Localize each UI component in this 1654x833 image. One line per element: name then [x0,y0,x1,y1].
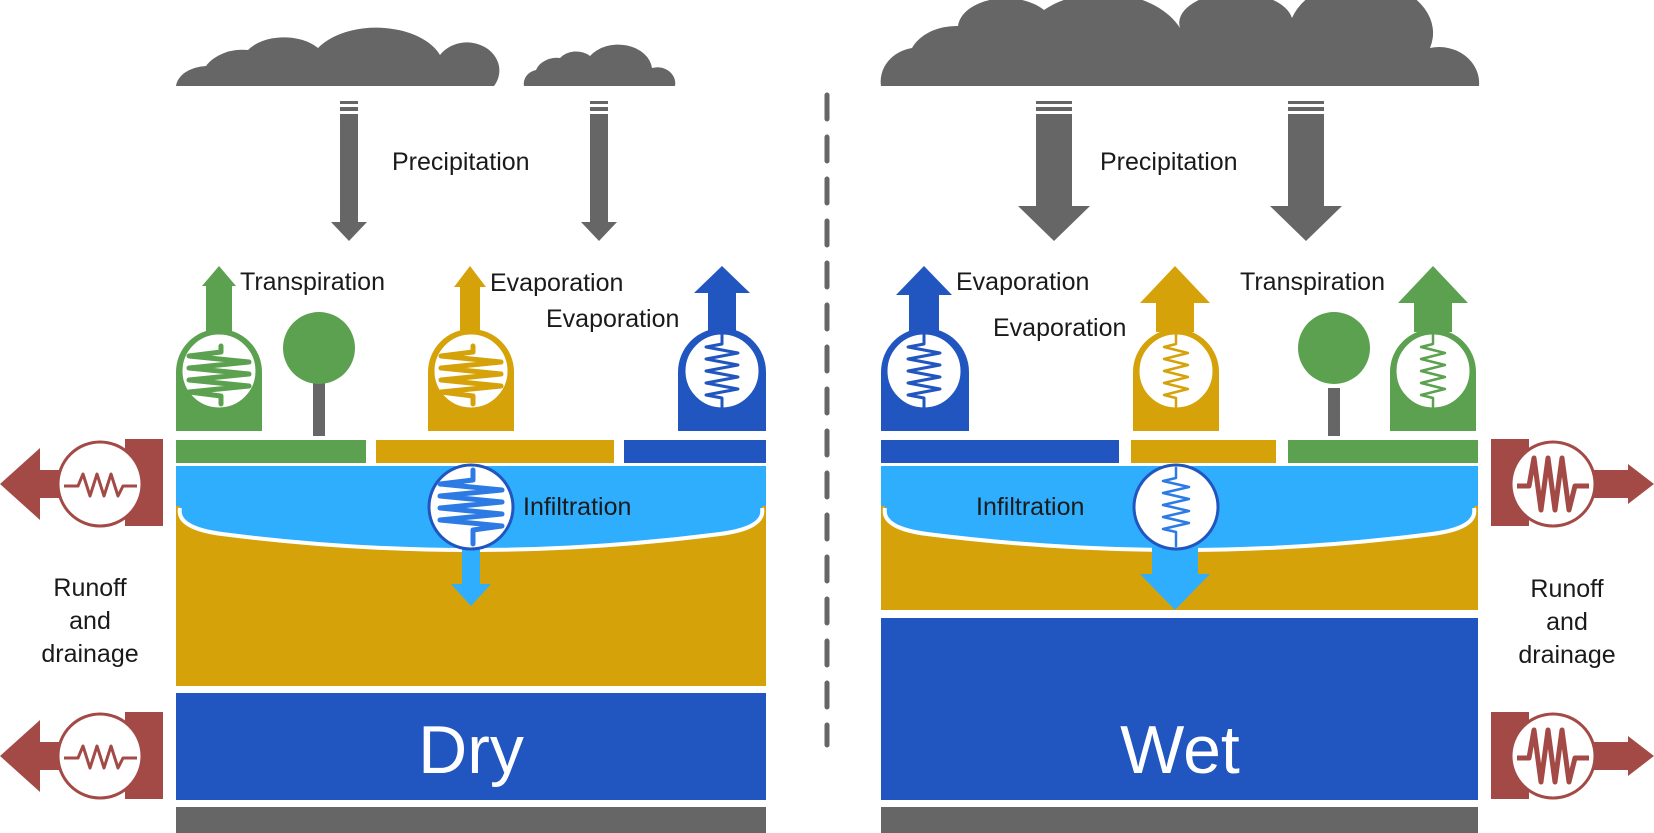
infiltration-label: Infiltration [523,493,631,521]
cloud-icon [880,0,1480,86]
tree-icon [1298,312,1370,436]
dry-title: Dry [418,712,524,788]
soil-surface [1131,440,1276,463]
infiltration-node [427,463,515,606]
precipitation-label: Precipitation [392,148,530,176]
zigzag-resistor-icon [437,467,505,547]
groundwater-layer [176,693,766,800]
zigzag-resistor-icon [704,332,740,410]
evaporation-soil-label: Evaporation [490,269,623,297]
soil-evaporation-node [1133,266,1219,431]
runoff-label: Runoff [1530,575,1603,603]
arrow-icon [1018,101,1090,241]
bedrock-layer [881,807,1478,833]
arrow-icon [331,101,367,241]
zigzag-resistor-icon [1162,332,1190,410]
transpiration-label: Transpiration [240,268,385,296]
zigzag-resistor-icon [1161,466,1191,548]
wet-title: Wet [1120,712,1240,788]
drainage-node [1491,712,1654,800]
zigzag-resistor-icon [186,343,252,407]
zigzag-resistor-icon [1419,332,1447,410]
transpiration-label: Transpiration [1240,268,1385,296]
drainage-node [0,712,163,800]
runoff-label: and [1546,608,1588,636]
zigzag-resistor-icon [438,343,504,407]
vegetation-surface [176,440,366,463]
tree-icon [283,312,355,436]
zigzag-resistor-icon [1517,455,1589,513]
evaporation-soil-label: Evaporation [993,314,1126,342]
wet-panel: Precipitation Evaporation Evaporation [880,0,1654,833]
cloud-icon [523,44,676,86]
evaporation-water-label: Evaporation [956,268,1089,296]
runoff-node [0,439,163,528]
arrow-icon [581,101,617,241]
infiltration-label: Infiltration [976,493,1084,521]
runoff-label: Runoff [53,574,126,602]
soil-evaporation-node [428,266,514,431]
bedrock-layer [176,807,766,833]
groundwater-layer [881,618,1478,800]
runoff-node [1491,439,1654,528]
water-evaporation-node [678,266,766,431]
dry-panel: Precipitation Transpiration Evaporation [0,27,766,833]
zigzag-resistor-icon [64,472,137,498]
vegetation-node [1390,266,1476,431]
zigzag-resistor-icon [1517,727,1589,785]
soil-surface [376,440,614,463]
arrow-icon [1270,101,1342,241]
infiltration-node [1132,463,1220,610]
runoff-label: and [69,607,111,635]
runoff-label: drainage [41,640,138,668]
zigzag-resistor-icon [64,744,137,770]
vegetation-surface [1288,440,1478,463]
vegetation-node [176,266,262,431]
cloud-icon [176,27,500,87]
precipitation-label: Precipitation [1100,148,1238,176]
evaporation-water-label: Evaporation [546,305,679,333]
runoff-label: drainage [1518,641,1615,669]
water-surface [624,440,766,463]
water-surface [881,440,1119,463]
zigzag-resistor-icon [906,332,942,410]
water-evaporation-node [881,266,969,431]
